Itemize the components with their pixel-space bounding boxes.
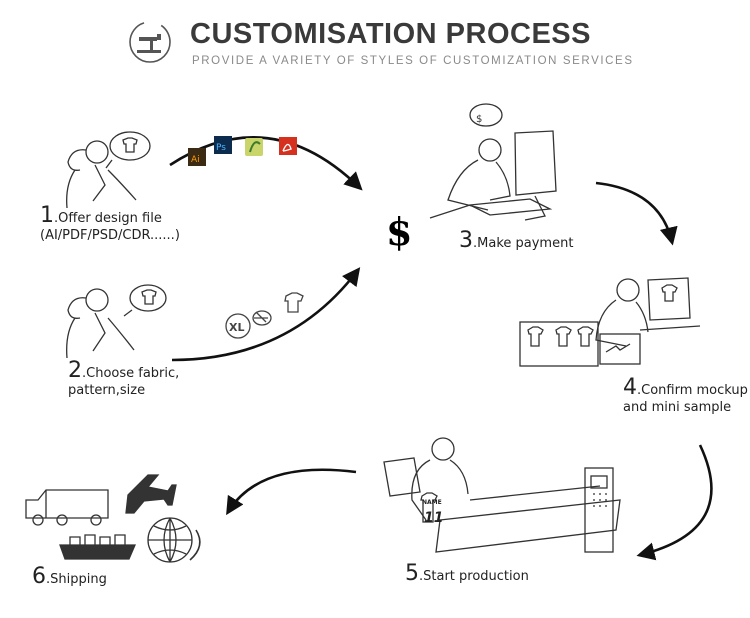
fabric-roll-icon [252, 310, 272, 326]
step-4-line-2: and mini sample [623, 400, 732, 415]
page-subtitle: PROVIDE A VARIETY OF STYLES OF CUSTOMIZA… [192, 55, 634, 67]
header: CUSTOMISATION PROCESS PROVIDE A VARIETY … [0, 0, 750, 75]
step-5-number: 5 [405, 561, 419, 586]
dollar-icon: $ [386, 209, 412, 254]
shipping-illustration [25, 474, 201, 563]
step-1-line-2: (AI/PDF/PSD/CDR......) [40, 228, 180, 243]
step-3-line-1: .Make payment [473, 236, 574, 251]
arrow-step2-to-payment [171, 267, 361, 362]
step-4-number: 4 [623, 375, 637, 400]
airplane-icon [125, 474, 177, 514]
payment-person-at-computer: $ [447, 103, 557, 221]
arrow-mockup-to-production [636, 444, 713, 561]
jersey-name-label: NAME [422, 499, 442, 506]
illustrator-icon [188, 148, 206, 166]
corel-icon [245, 138, 263, 156]
customer-person-figure [66, 284, 167, 359]
photoshop-icon [214, 136, 232, 154]
step-1-number: 1 [40, 203, 54, 228]
pdf-icon [279, 137, 297, 155]
step-6-label: 6.Shipping [32, 566, 107, 588]
arrow-production-to-shipping [226, 468, 357, 516]
step-6-number: 6 [32, 564, 46, 589]
designer-person-figure [66, 131, 151, 209]
cargo-ship-icon [59, 544, 136, 560]
production-scene [383, 437, 621, 553]
size-badge-label: XL [229, 321, 245, 334]
jersey-number-label: 11 [424, 510, 443, 526]
arrow-payment-to-mockup [595, 181, 678, 246]
step-5-label: 5.Start production [405, 563, 529, 585]
step-5-line-1: .Start production [419, 569, 529, 584]
step-2-label: 2.Choose fabric, pattern,size [68, 360, 179, 399]
illustrator-icon-label: Ai [191, 155, 200, 165]
step-3-label: 3.Make payment [459, 230, 573, 252]
step-6-line-1: .Shipping [46, 572, 107, 587]
design-file-icons: Ai Ps [188, 136, 297, 166]
truck-icon [25, 489, 109, 519]
step-3-number: 3 [459, 228, 473, 253]
step-1-line-1: .Offer design file [54, 211, 162, 226]
step-1-label: 1.Offer design file (AI/PDF/PSD/CDR.....… [40, 205, 180, 244]
tshirt-icon [284, 292, 304, 313]
step-4-line-1: .Confirm mockup [637, 383, 748, 398]
size-badge-icon [225, 313, 251, 339]
mockup-person-at-computer [519, 277, 701, 367]
step-2-line-2: pattern,size [68, 383, 146, 398]
page-title: CUSTOMISATION PROCESS [190, 18, 591, 50]
photoshop-icon-label: Ps [216, 143, 226, 153]
step-2-line-1: .Choose fabric, [82, 366, 180, 381]
fabric-size-icons: XL [225, 292, 304, 339]
step-2-number: 2 [68, 358, 82, 383]
svg-text:$: $ [476, 114, 482, 125]
step-4-label: 4.Confirm mockup and mini sample [623, 377, 748, 416]
sewing-machine-icon [129, 21, 171, 63]
